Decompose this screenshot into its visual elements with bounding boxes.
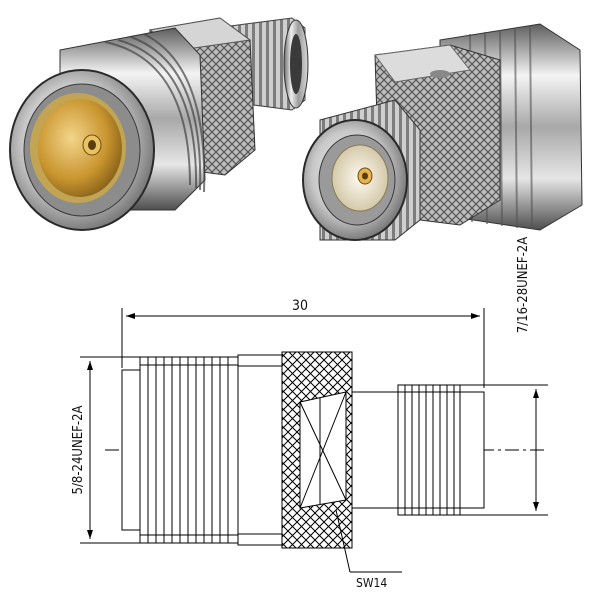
- tnc-front-face: [302, 119, 408, 241]
- technical-drawing: [80, 308, 548, 573]
- dimension-overall-length: [121, 308, 485, 388]
- hex-size-leader: [335, 509, 402, 573]
- n-end-section: [121, 356, 239, 544]
- photo-n-female-connector: [9, 17, 309, 231]
- n-front-face: [9, 69, 155, 231]
- overall-length-label: 30: [292, 298, 308, 314]
- dimension-left-thread: [80, 356, 140, 544]
- knurled-hex-section: [281, 351, 353, 549]
- hex-size-label: SW14: [356, 576, 387, 590]
- photo-tnc-female-connector: [302, 23, 583, 241]
- dimension-right-thread: [460, 384, 548, 516]
- left-thread-label: 5/8-24UNEF-2A: [71, 405, 86, 494]
- tnc-end-section: [397, 384, 485, 516]
- neck-section: [237, 354, 283, 546]
- transition-section: [351, 391, 399, 509]
- right-thread-label: 7/16-28UNEF-2A: [516, 237, 531, 333]
